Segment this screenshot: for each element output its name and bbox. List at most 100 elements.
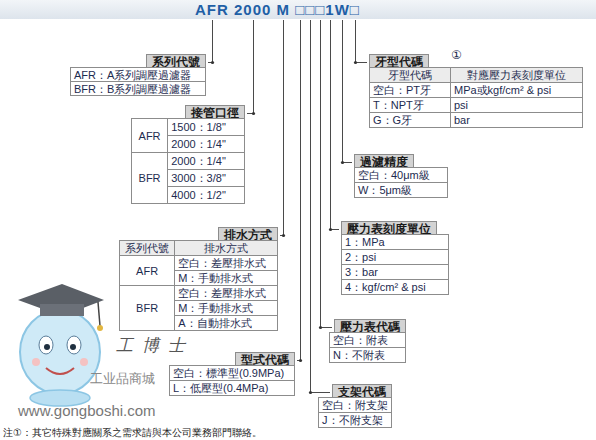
code-group-box: 壓力表刻度單位 1：MPa 2：psi 3：bar4：kgf/cm² & psi: [341, 219, 449, 295]
cell-text: M：手動排水式: [178, 302, 253, 314]
table-cell: bar: [451, 113, 583, 128]
group-header-row: 壓力表刻度單位: [341, 219, 449, 234]
group-header-row: 壓力表代碼: [329, 317, 406, 332]
option-table-body: 空白：附表N：不附表: [330, 333, 406, 363]
table-cell: 對應壓力表刻度單位: [451, 68, 583, 83]
table-cell: 系列代號: [120, 241, 175, 256]
option-table-body: 空白：附支架 J：不附支架: [319, 398, 392, 428]
cell-text: psi: [454, 99, 468, 111]
table-row: BFR空白：差壓排水式: [120, 286, 278, 301]
leader-dot: [354, 61, 357, 64]
table-row: 1：MPa: [342, 235, 449, 250]
cell-text: 空白：40μm級: [358, 169, 430, 181]
table-cell: 空白：標準型(0.9MPa): [170, 366, 295, 381]
code-group-box: 型式代碼空白：標準型(0.9MPa) L：低壓型(0.4MPa): [169, 350, 295, 396]
cell-text: 空白：附支架: [322, 399, 388, 411]
table-row: A：自動排水式: [120, 316, 278, 331]
table-cell: 空白：附支架: [319, 398, 392, 413]
table-cell: 空白：差壓排水式: [175, 286, 278, 301]
leader-line: [280, 20, 284, 236]
cell-text: J：不附支架: [322, 414, 383, 426]
option-table: AFR1500：1/8" 2000：1/4" BFR2000：1/4" 3000：3/…: [131, 118, 245, 204]
code-group-box: 系列代號AFR：A系列調壓過濾器BFR：B系列調壓過濾器: [70, 52, 206, 96]
table-row: 空白：PT牙MPa或kgf/cm² & psi: [370, 83, 583, 98]
group-header-row: 牙型代碼: [369, 52, 583, 67]
table-cell: 空白：附表: [330, 333, 406, 348]
cell-text: 4：kgf/cm² & psi: [345, 281, 426, 293]
cell-text: 排水方式: [204, 242, 248, 254]
table-cell: N：不附表: [330, 348, 406, 363]
cell-text: BFR: [136, 302, 158, 314]
cell-text: 空白：差壓排水式: [178, 257, 266, 269]
option-table: 空白：附支架 J：不附支架: [318, 397, 392, 428]
option-table-body: AFR1500：1/8" 2000：1/4" BFR2000：1/4" 3000：3/…: [132, 119, 245, 204]
table-cell: J：不附支架: [319, 413, 392, 428]
table-cell: M：手動排水式: [175, 301, 278, 316]
table-row: AFR1500：1/8": [132, 119, 245, 136]
option-table-body: 牙型代碼 對應壓力表刻度單位空白：PT牙MPa或kgf/cm² & psiT：NP…: [370, 68, 583, 128]
table-cell: G：G牙: [370, 113, 451, 128]
cell-text: AFR：A系列調壓過濾器: [74, 69, 191, 81]
code-group-box: 壓力表代碼空白：附表N：不附表: [329, 317, 406, 363]
watermark-brand: 工博士: [116, 334, 194, 357]
cell-text: L：低壓型(0.4MPa): [173, 382, 268, 394]
cell-text: 2：psi: [345, 251, 376, 263]
option-table: 空白：40μm級 W：5μm級: [354, 167, 448, 198]
group-header-row: 型式代碼: [169, 350, 295, 365]
leader-dot: [329, 228, 332, 231]
table-row: AFR：A系列調壓過濾器: [71, 68, 206, 82]
leader-line: [247, 20, 254, 114]
table-cell: M：手動排水式: [175, 271, 278, 286]
cell-text: 空白：PT牙: [373, 84, 431, 96]
table-row: G：G牙bar: [370, 113, 583, 128]
leader-line: [297, 20, 301, 361]
group-header-row: 排水方式: [119, 225, 278, 240]
option-table: 系列代號排水方式AFR空白：差壓排水式M：手動排水式BFR空白：差壓排水式M：手…: [119, 240, 278, 331]
table-row: L：低壓型(0.4MPa): [170, 381, 295, 396]
group-header-row: 接管口徑: [131, 103, 245, 118]
table-row: 空白：附支架: [319, 398, 392, 413]
option-table: 1：MPa 2：psi 3：bar4：kgf/cm² & psi: [341, 234, 449, 295]
cell-text: W：5μm級: [358, 184, 412, 196]
table-row: 4000：1/2": [132, 187, 245, 204]
leader-dot: [341, 161, 344, 164]
watermark-shop: 工业品商城: [90, 370, 155, 388]
leader-line: [331, 20, 340, 230]
code-group-box: 排水方式系列代號排水方式AFR空白：差壓排水式M：手動排水式BFR空白：差壓排水…: [119, 225, 278, 331]
table-cell: 1500：1/8": [168, 119, 245, 136]
table-cell: AFR: [132, 119, 168, 153]
cell-text: 3000：3/8": [171, 172, 226, 184]
table-cell: 排水方式: [175, 241, 278, 256]
cell-text: 2000：1/4": [171, 138, 226, 150]
table-cell: L：低壓型(0.4MPa): [170, 381, 295, 396]
cell-text: AFR: [136, 265, 158, 277]
group-header-row: 過濾精度: [354, 152, 448, 167]
table-cell: BFR：B系列調壓過濾器: [71, 82, 206, 96]
option-table: 牙型代碼 對應壓力表刻度單位空白：PT牙MPa或kgf/cm² & psiT：NP…: [369, 67, 583, 128]
table-row: 2：psi: [342, 250, 449, 265]
table-cell: 4：kgf/cm² & psi: [342, 280, 449, 295]
table-cell: 空白：差壓排水式: [175, 256, 278, 271]
cell-text: 空白：標準型(0.9MPa): [173, 367, 284, 379]
footnote: 注①：其它特殊對應關系之需求請與本公司業務部門聯絡。: [3, 426, 262, 440]
table-row: BFR2000：1/4": [132, 153, 245, 170]
cell-text: 牙型代碼: [388, 69, 432, 81]
option-table: 空白：附表N：不附表: [329, 332, 406, 363]
table-cell: 3：bar: [342, 265, 449, 280]
code-group-box: 支架代碼空白：附支架J：不附支架: [318, 382, 392, 428]
table-cell: T：NPT牙: [370, 98, 451, 113]
table-row: 牙型代碼 對應壓力表刻度單位: [370, 68, 583, 83]
cell-text: N：不附表: [333, 349, 385, 361]
cell-text: A：自動排水式: [178, 317, 251, 329]
footnote-mark: ①: [451, 48, 462, 62]
leader-line: [343, 20, 353, 163]
table-cell: W：5μm級: [355, 183, 448, 198]
leader-dot: [282, 234, 285, 237]
table-cell: BFR: [132, 153, 168, 204]
cell-text: T：NPT牙: [373, 99, 424, 111]
cell-text: 1：MPa: [345, 236, 385, 248]
table-row: J：不附支架: [319, 413, 392, 428]
leader-dot: [309, 391, 312, 394]
